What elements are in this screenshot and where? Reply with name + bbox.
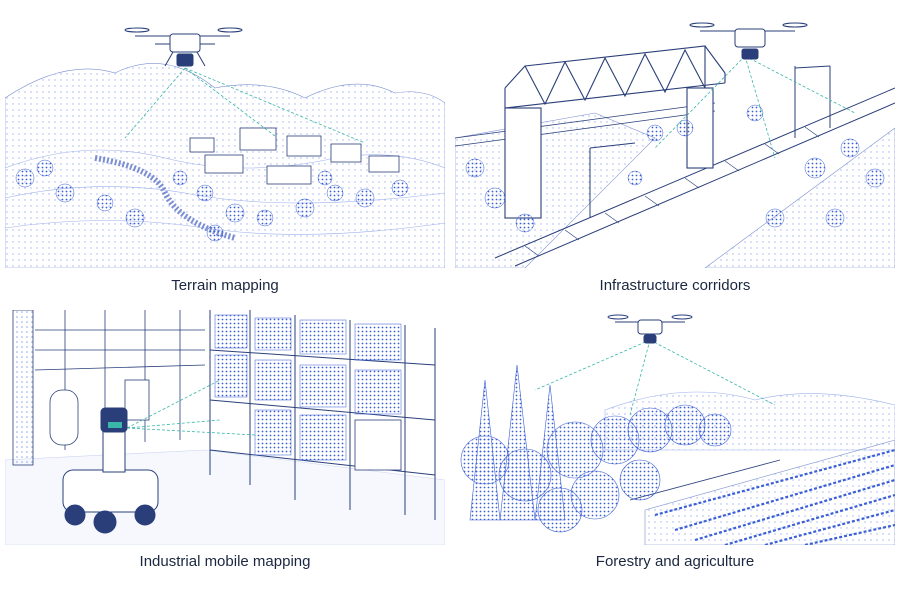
scan-lines [124, 67, 366, 144]
trees [465, 104, 885, 233]
panel-industrial-mobile-mapping [5, 310, 445, 545]
drone-icon [124, 27, 243, 67]
trees [15, 159, 409, 242]
buildings [189, 127, 400, 185]
scan-lines [534, 339, 776, 416]
caption-forestry-and-agriculture: Forestry and agriculture [595, 553, 755, 570]
factory-structure [12, 310, 206, 466]
railway-track [494, 87, 895, 267]
panel-terrain-mapping [5, 18, 445, 268]
scan-lines [126, 379, 256, 436]
field [644, 439, 895, 545]
storage-racks [209, 310, 436, 520]
terrain-illustration [5, 27, 445, 268]
scan-lines [654, 55, 856, 159]
crop-rows [654, 448, 895, 545]
forestry-illustration [460, 314, 895, 545]
catenary-poles [589, 65, 831, 218]
drone-icon [689, 22, 808, 60]
road [94, 155, 236, 241]
mobile-robot-icon [62, 407, 159, 534]
drone-icon [607, 314, 693, 344]
caption-infrastructure-corridors: Infrastructure corridors [599, 277, 751, 294]
panel-infrastructure-corridors [455, 18, 895, 268]
caption-terrain-mapping: Terrain mapping [171, 277, 279, 294]
truss-bridge [504, 45, 726, 219]
caption-industrial-mobile-mapping: Industrial mobile mapping [139, 553, 311, 570]
infrastructure-illustration [455, 22, 895, 268]
panel-forestry-and-agriculture [455, 310, 895, 545]
forest-trees [460, 364, 732, 533]
industrial-illustration [5, 310, 445, 545]
